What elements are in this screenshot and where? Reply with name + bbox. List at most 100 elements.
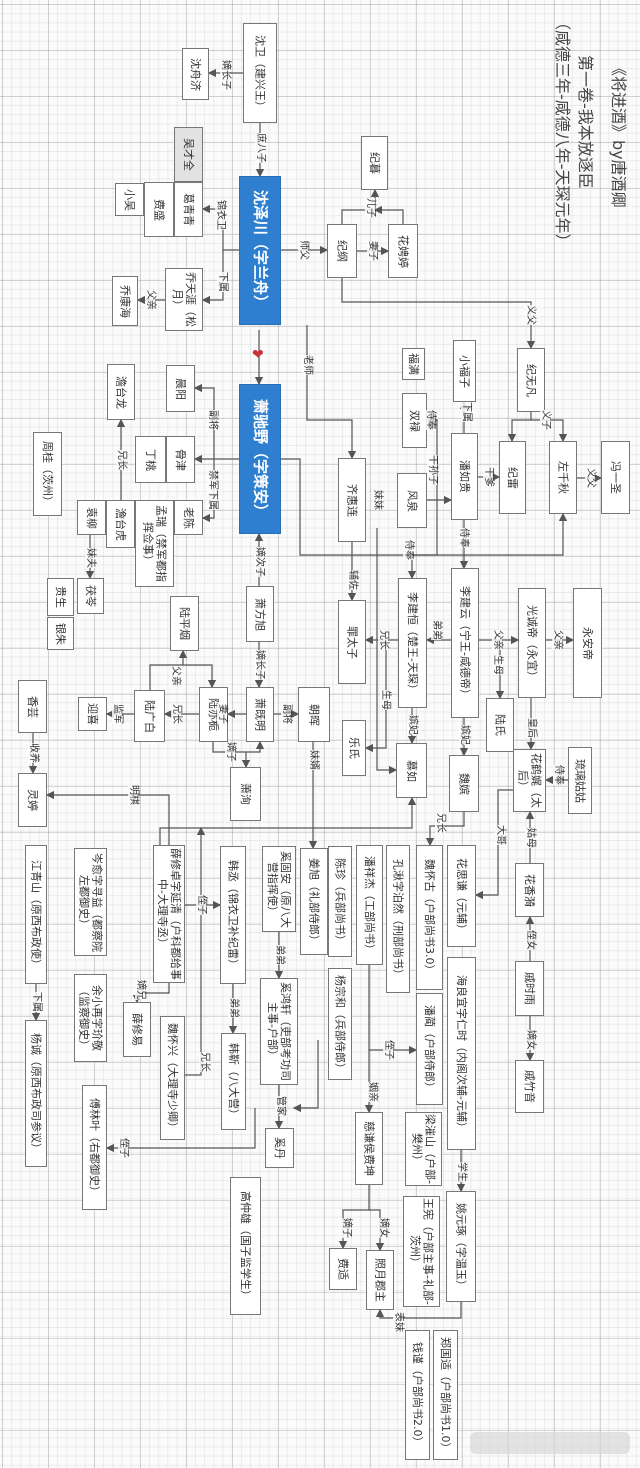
person-node-gaozhongxiong[interactable]: 高仲雄（国子监学生）: [230, 1177, 261, 1315]
person-node-lupingyan[interactable]: 陆平烟: [170, 596, 199, 651]
person-node-weihuaigu[interactable]: 魏怀古（户部尚书3.0）: [416, 845, 443, 990]
person-node-guisheng[interactable]: 贵生: [47, 578, 74, 616]
person-node-luguangbai[interactable]: 陆广白: [134, 690, 165, 742]
person-node-yinzhu[interactable]: 银朱: [47, 617, 74, 650]
person-node-yuanliu[interactable]: 袁柳: [77, 500, 106, 535]
person-node-fuman[interactable]: 福满: [402, 348, 425, 380]
person-node-kongqiu[interactable]: 孔湫字泊然（刑部尚书）: [386, 845, 410, 993]
person-node-dingtao[interactable]: 丁桃: [135, 436, 166, 483]
person-node-chenzhen[interactable]: 陈珍（兵部尚书）: [328, 846, 352, 957]
person-node-zhougui[interactable]: 周桂（茨州）: [33, 432, 62, 516]
person-node-yongandi[interactable]: 永安帝: [573, 588, 602, 698]
person-node-laochen[interactable]: 老陈: [174, 500, 203, 535]
person-node-yaowenzhuo[interactable]: 姚元琢（字温玉）: [446, 1191, 476, 1302]
person-node-lingting[interactable]: 灵婷: [18, 773, 47, 827]
person-node-fengquan[interactable]: 风泉: [397, 473, 427, 528]
person-node-geqingqing[interactable]: 葛青青: [174, 182, 203, 237]
person-node-xiaochiye[interactable]: 萧驰野（字策安）: [239, 384, 281, 534]
person-node-zhengguoshi[interactable]: 郑国适（户部尚书1.0）: [433, 1330, 458, 1460]
person-node-lushi[interactable]: 陆氏: [486, 698, 514, 752]
person-node-xidan[interactable]: 奚丹: [265, 1128, 294, 1168]
person-node-tantailong[interactable]: 澹台龙: [107, 364, 135, 420]
person-node-xiangyun[interactable]: 香芸: [18, 680, 47, 733]
relation-label: 兄长: [199, 1052, 210, 1072]
person-node-yuxiaozai[interactable]: 余小再字玠敬（监察御史）: [74, 974, 107, 1062]
person-node-tantaihu[interactable]: 澹台虎: [106, 500, 135, 548]
person-node-jiangqingshan[interactable]: 江青山（原西布政使）: [25, 845, 47, 984]
person-node-xiaofuzi[interactable]: 小福子: [453, 340, 476, 402]
person-node-hanjin[interactable]: 韩靳（八大营）: [221, 1033, 246, 1130]
relation-edge: [376, 528, 398, 775]
person-node-gujin[interactable]: 骨津: [166, 436, 195, 483]
person-node-lijianheng[interactable]: 李建恒（楚王-天琛）: [398, 578, 427, 708]
person-node-chenyang[interactable]: 晨阳: [166, 365, 195, 412]
person-node-xuexiuyi[interactable]: 薛修易: [123, 1002, 151, 1057]
person-node-feisheng[interactable]: 费盛: [144, 182, 174, 237]
relation-label: 锦衣卫: [215, 200, 226, 230]
person-node-jilei[interactable]: 纪雷: [499, 441, 526, 514]
person-node-fulinye[interactable]: 傅林叶（右都御史）: [82, 1085, 107, 1210]
person-node-jigang[interactable]: 纪纲: [327, 224, 357, 278]
person-node-jiangxu[interactable]: 姜旭（礼部侍郎）: [300, 848, 328, 955]
person-node-feikun[interactable]: 慈谦侯费坤: [355, 1112, 383, 1185]
person-node-xiaojiming[interactable]: 萧既明: [246, 687, 274, 742]
relation-label: 嫡长子: [254, 650, 265, 680]
relation-edge: [341, 188, 380, 224]
person-node-panlin[interactable]: 潘蔺（户部侍郎）: [416, 993, 443, 1105]
person-node-hailiangyi[interactable]: 海良宜字仁时（内阁次辅-元辅）: [447, 957, 476, 1150]
person-node-zhaoyue[interactable]: 照月郡主: [366, 1250, 394, 1310]
person-node-qiaotianya[interactable]: 乔天涯（松月）: [165, 268, 203, 331]
person-node-panxiangjie[interactable]: 潘祥杰（工部尚书）: [356, 845, 383, 965]
person-node-leshi[interactable]: 乐氏: [342, 720, 366, 776]
person-node-weipin[interactable]: 魏嫔: [449, 755, 479, 812]
person-node-wangxian[interactable]: 王宪（户部主事-礼部-茨州）: [403, 1196, 440, 1307]
person-node-liangcuishan[interactable]: 梁漼山（户部-樊州）: [405, 1112, 442, 1186]
person-node-cenyu[interactable]: 岑愈字寻益（都察院左都御史）: [74, 848, 107, 956]
person-node-lijianyun[interactable]: 李建云（宁王-咸德帝）: [451, 568, 479, 718]
relation-label: 管家: [275, 1096, 286, 1116]
person-node-weihuaixing[interactable]: 魏怀兴（大理寺少卿）: [160, 1016, 185, 1140]
person-node-xiaofangxu[interactable]: 萧方旭: [246, 586, 274, 642]
person-node-zuoqianqiu[interactable]: 左千秋: [549, 441, 577, 514]
person-node-guangchengdi[interactable]: 光诚帝（永宜）: [518, 588, 546, 698]
person-node-fengyisheng[interactable]: 冯一圣: [601, 441, 630, 514]
person-node-xuexiuzhuo[interactable]: 薛修卓字延清（户科都给事中-大理寺丞）: [153, 845, 185, 983]
person-node-yangcheng[interactable]: 杨诚（原西布政司参议）: [25, 1020, 47, 1167]
person-node-feishi[interactable]: 费适: [329, 1248, 357, 1290]
person-node-shenzhouji[interactable]: 沈舟济: [182, 48, 209, 100]
person-node-qianjin[interactable]: 钱谨（户部尚书2.0）: [405, 1330, 430, 1460]
relation-label: 禁军下属: [207, 470, 218, 510]
person-node-wucaiquan[interactable]: 吴才全: [174, 127, 203, 182]
person-node-shenwei[interactable]: 沈卫（建兴王）: [243, 23, 277, 123]
person-node-zhaohui[interactable]: 朝晖: [298, 687, 330, 742]
person-node-huapingting[interactable]: 花娉婷: [388, 224, 418, 278]
person-node-huasiqian[interactable]: 花思谦（元辅）: [447, 845, 476, 947]
person-node-shuanglu[interactable]: 双禄: [402, 393, 427, 448]
person-node-mengrui[interactable]: 孟瑞（禁军都指挥佥事）: [135, 500, 174, 587]
person-node-yingxi[interactable]: 迎喜: [78, 697, 107, 731]
person-node-qishiyu[interactable]: 戚时雨: [515, 961, 544, 1016]
person-node-huaxiangyi[interactable]: 花香漪: [515, 863, 544, 917]
person-node-fuling[interactable]: 茯苓: [77, 578, 104, 614]
person-node-zuitaizi[interactable]: 罪太子: [338, 600, 366, 684]
person-node-shenzechuan[interactable]: 沈泽川（字兰舟）: [239, 176, 281, 325]
person-node-qizhuyin[interactable]: 戚竹音: [515, 1060, 544, 1113]
person-node-xiaoxun[interactable]: 萧洵: [230, 767, 261, 821]
relation-label: 庶八子: [255, 133, 266, 163]
person-node-xihongxuan[interactable]: 奚鸿轩（吏部考功司主事-户部）: [260, 978, 298, 1085]
person-node-liuli[interactable]: 琉璃姑姑: [568, 747, 592, 814]
person-node-muru[interactable]: 慕如: [396, 743, 427, 798]
relation-edge: [373, 205, 404, 224]
person-node-huahewei[interactable]: 花鹤娓（太后）: [513, 749, 546, 812]
person-node-panrugui[interactable]: 潘如贵: [451, 433, 478, 520]
relation-label: 侍奉: [403, 540, 414, 560]
relation-label: 监军: [112, 704, 123, 724]
person-node-xiguan[interactable]: 奚固安（原八大营指挥使）: [262, 846, 296, 932]
person-node-jimu[interactable]: 纪暮: [361, 136, 388, 190]
person-node-jiwufan[interactable]: 纪无凡: [517, 348, 545, 412]
person-node-qihuilian[interactable]: 齐惠连: [338, 458, 366, 542]
person-node-hancheng[interactable]: 韩丞（锦衣卫补纪雷）: [220, 846, 246, 984]
person-node-xiaowu[interactable]: 小吴: [115, 183, 144, 216]
person-node-qiaokanghai[interactable]: 乔康海: [112, 276, 138, 326]
person-node-yangzonghe[interactable]: 杨宗和（兵部侍郎）: [328, 968, 352, 1080]
